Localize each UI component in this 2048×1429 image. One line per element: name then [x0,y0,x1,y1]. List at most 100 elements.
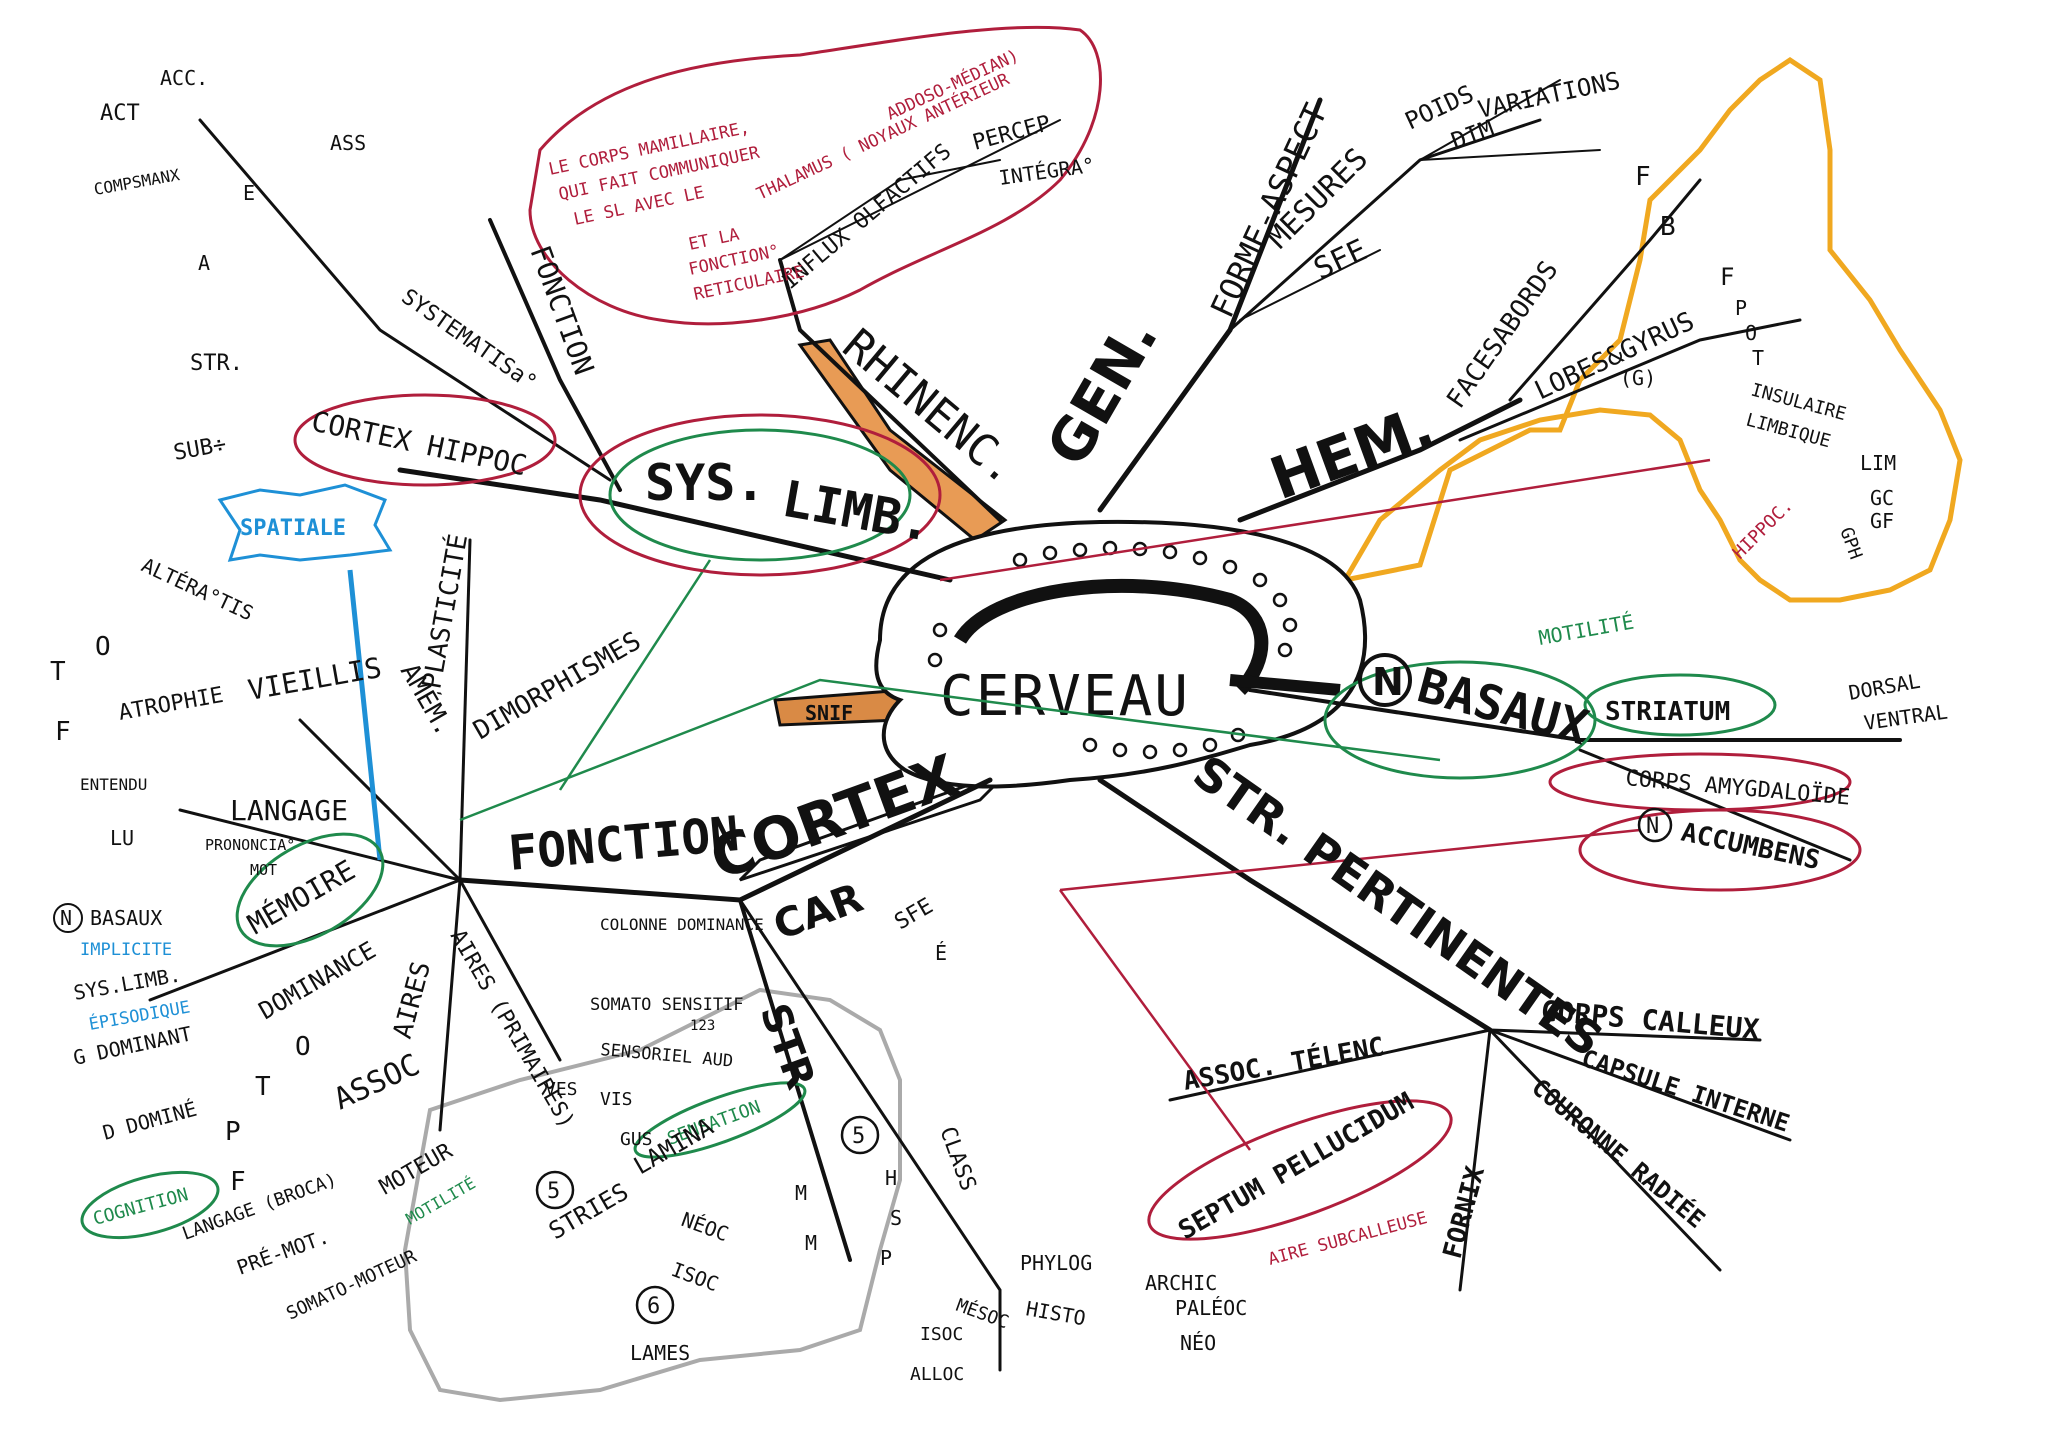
septum-red-oval [1147,1099,1453,1241]
isoc2: ISOC [920,1324,963,1345]
n-basaux-left-n: N [60,906,72,930]
colonne-dominance: COLONNE DOMINANCE [600,915,764,934]
histo: HISTO [1024,1296,1087,1330]
sys-limb-red-oval [578,413,942,577]
fn-f2: F [230,1167,246,1197]
fn-t2: T [255,1072,271,1102]
sensoriel: SENSORIEL AUD [600,1040,734,1072]
hippoc: HIPPOC. [1729,495,1797,563]
paleoc: PALÉOC [1175,1296,1247,1320]
aires-primaires: AIRES (PRIMAIRES) [445,926,579,1134]
fn-sys-limb: SYS.LIMB. [72,962,183,1004]
gen-sfe: SFE [1309,233,1373,288]
hem-g: (G) [1620,366,1656,390]
fonction-sub: PLASTICITÉ AMÉM. VIEILLIS DIMORPHISMES A… [50,483,764,1325]
variations: VARIATIONS [1475,66,1622,123]
somato-sensitif: SOMATO SENSITIF [590,995,744,1015]
hem-lim: LIM [1860,451,1896,475]
circle-5-a [535,1170,575,1210]
gph: GPH [1835,525,1866,563]
n-letter: N [1372,660,1404,704]
ventral: VENTRAL [1862,699,1949,734]
six: 6 [647,1294,660,1319]
n-accumbens: N [1646,814,1659,839]
somato-moteur: SOMATO-MOTEUR [283,1246,420,1325]
aire-subcalleuse: AIRE SUBCALLEUSE [1266,1208,1429,1270]
entendu: ENTENDU [80,775,147,794]
dominance: DOMINANCE [254,936,381,1025]
corpus-arc [954,578,1269,695]
accumbens: ACCUMBENS [1679,818,1823,877]
gen-sub: FORME-ASPECT MESURES POIDS DIM VARIATION… [1203,66,1623,323]
sl-sub: SUB÷ [172,432,229,466]
cortex-label: CORTEX [702,741,968,893]
red-arrow-1 [1059,828,1641,892]
hem-t: T [1752,346,1764,370]
neo: NÉO [1180,1331,1216,1355]
hem-o: O [1745,321,1757,345]
neoc: NÉOC [678,1207,731,1246]
vis: VIS [600,1089,633,1110]
class: CLASS [934,1124,980,1195]
sl-str: STR. [190,351,243,376]
syslimb-sub: FONCTION SYSTEMATISa° CORTEX HIPPOC STR.… [92,66,600,482]
dorsal: DORSAL [1847,669,1922,705]
striatum: STRIATUM [1605,697,1730,727]
gen-label: GEN. [1033,306,1171,477]
gus: GUS [620,1129,653,1150]
accent-arrows [347,458,1711,1151]
cx-sfe: SFE [891,894,938,936]
sys-limb-green-oval [608,428,912,562]
fn-p: P [225,1117,241,1147]
hem-orange-outline [1340,56,1963,603]
amem: AMÉM. [394,658,461,742]
brain-outline [874,519,1367,789]
fn-o: O [95,632,111,662]
percep: PERCEP [970,111,1053,156]
green-arrow-2 [558,559,712,791]
assoc: ASSOC [329,1047,426,1117]
archic: ARCHIC [1145,1271,1217,1295]
amygdaloide: CORPS AMYGDALOÏDE [1624,765,1851,811]
n-circle-basaux [1358,653,1412,707]
accumbens-red-oval [1578,808,1862,892]
circle-5-b [840,1115,880,1155]
sl-ass: ASS [330,131,366,155]
cortex-grey-outline [402,987,902,1403]
hem-gf: GF [1870,509,1894,533]
capsule-interne: CAPSULE INTERNE [1578,1044,1793,1138]
aires: AIRES [388,958,437,1041]
red-arrow-3 [939,458,1711,582]
str-label: STR [751,998,824,1095]
integra: INTÉGRA° [997,153,1096,190]
cortex-hippoc-oval [293,393,557,487]
sys-label: SYS. [645,454,765,512]
sl-e: E [243,181,255,205]
sl-act: ACT [100,101,140,126]
assoc-telenc: ASSOC. TÉLENC [1181,1030,1387,1097]
sensation-green-oval [633,1081,807,1159]
corpus-tail [1229,674,1341,696]
alteratis: ALTÉRA°TIS [138,553,257,626]
cx-e: É [935,941,947,965]
outlines [80,25,1862,1241]
fn-f: F [55,717,71,747]
snif-label: SNIF [805,701,853,725]
n123: 123 [690,1018,715,1034]
hem-f1: F [1635,162,1651,192]
motilite-top: MOTILITÉ [1537,610,1636,650]
premot: PRÉ-MOT. [234,1224,333,1279]
cx-m1: M [795,1181,807,1205]
systematisation: SYSTEMATISa° [397,284,542,396]
phylog: PHYLOG [1020,1251,1092,1275]
hem-label: HEM. [1262,392,1443,513]
hem-b: B [1660,212,1676,242]
cx-m2: M [805,1231,817,1255]
central-brain: CERVEAU [874,519,1367,789]
spatiale-burst [217,483,393,562]
center-label: CERVEAU [940,664,1190,729]
rhinenc-sub: INFLUX OLFACTIFS PERCEP INTÉGRA° [778,111,1096,295]
five-a: 5 [547,1179,560,1204]
hem-p: P [1735,296,1747,320]
